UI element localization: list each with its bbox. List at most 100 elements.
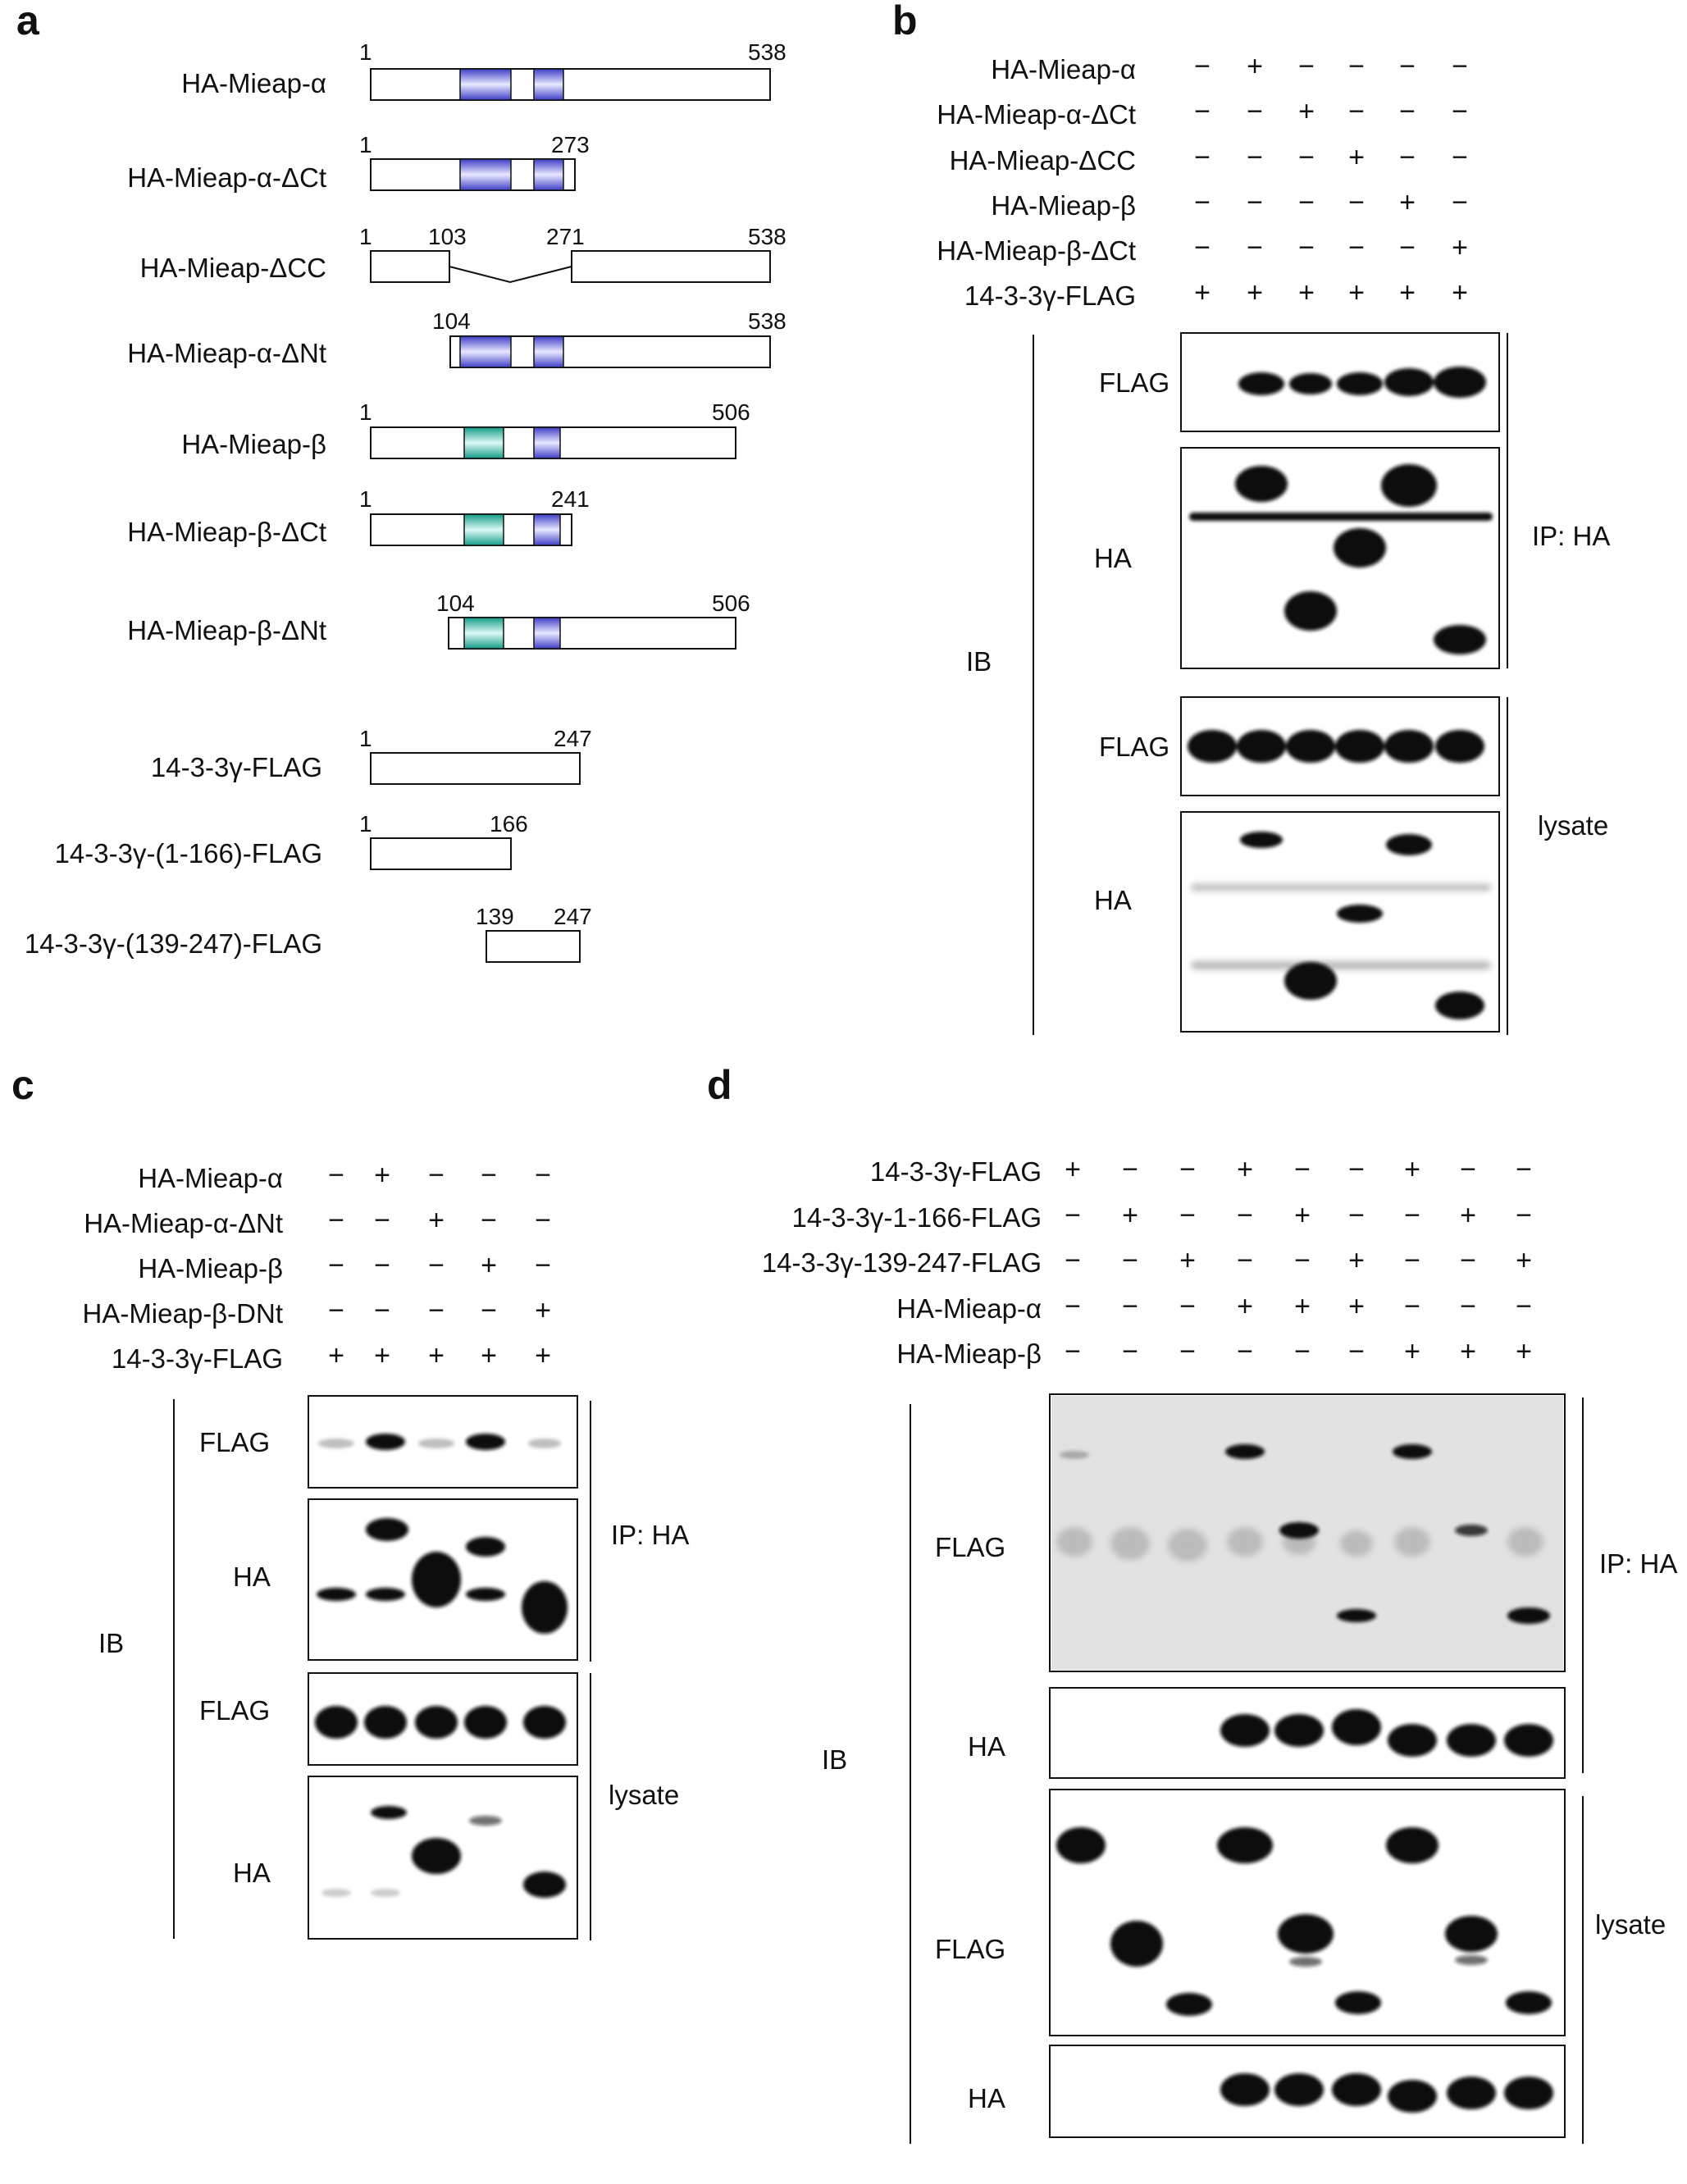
construct-label: HA-Mieap-α-ΔNt [127,338,326,368]
minus-sign: − [1237,1245,1253,1276]
minus-sign: − [481,1205,497,1236]
blot-label-flag: FLAG [1099,732,1170,762]
minus-sign: − [328,1250,344,1281]
condition-label: HA-Mieap-α [138,1163,283,1193]
minus-sign: − [481,1295,497,1326]
minus-sign: − [1348,1154,1365,1185]
panel-a-letter: a [16,0,40,43]
plus-sign: + [374,1340,390,1371]
sign-grid: +−−+−−+−−−+−−+−−+−−−+−−+−−+−−−+++−−−−−−−… [1065,1154,1532,1367]
plus-sign: + [1348,1245,1365,1276]
minus-sign: − [1298,142,1315,173]
minus-sign: − [1194,232,1211,263]
minus-sign: − [1516,1154,1532,1185]
blot-lysate-flag [1049,1789,1566,2036]
construct-end-number: 538 [748,308,787,334]
minus-sign: − [1399,142,1416,173]
minus-sign: − [1294,1336,1311,1367]
condition-label: HA-Mieap-β [991,190,1136,221]
coiled-coil-domain [533,68,564,101]
construct-row: 14-3-3γ-FLAG 1 247 [151,726,592,785]
minus-sign: − [1247,142,1263,173]
minus-sign: − [1298,232,1315,263]
plus-sign: + [1399,187,1416,218]
construct-start-number: 1 [359,39,372,65]
ip-label: IP: HA [1532,521,1610,551]
construct-row: HA-Mieap-α-ΔNt 104 538 [127,308,787,368]
plus-sign: + [1348,1291,1365,1322]
construct-bar-left [370,250,450,283]
coiled-coil-domain [459,68,512,101]
plus-sign: + [1122,1200,1138,1231]
minus-sign: − [328,1205,344,1236]
blot-label-ha: HA [233,1858,271,1888]
coiled-coil-domain [533,513,561,546]
construct-start-number: 1 [359,224,372,249]
ip-label: IP: HA [611,1520,689,1550]
minus-sign: − [1065,1245,1081,1276]
lysate-label: lysate [1595,1909,1666,1940]
plus-sign: + [1294,1291,1311,1322]
blot-ip-ha [1049,1687,1566,1779]
plus-sign: + [1294,1200,1311,1231]
plus-sign: + [1348,142,1365,173]
plus-sign: + [1460,1336,1476,1367]
condition-labels: 14-3-3γ-FLAG 14-3-3γ-1-166-FLAG 14-3-3γ-… [762,1156,1042,1369]
minus-sign: − [1348,1200,1365,1231]
condition-label: 14-3-3γ-1-166-FLAG [792,1202,1042,1233]
minus-sign: − [1348,51,1365,82]
minus-sign: − [1194,187,1211,218]
construct-end-number: 538 [748,39,787,65]
plus-sign: + [1516,1245,1532,1276]
minus-sign: − [1247,187,1263,218]
construct-label: HA-Mieap-α [181,68,326,98]
blot-lysate-flag [1180,696,1500,796]
blot-ip-flag [1049,1393,1566,1672]
plus-sign: + [1460,1200,1476,1231]
plus-sign: + [535,1340,551,1371]
coiled-coil-domain [533,335,564,368]
minus-sign: − [374,1295,390,1326]
minus-sign: − [1348,232,1365,263]
condition-label: HA-Mieap-β-ΔCt [937,235,1136,266]
minus-sign: − [535,1160,551,1191]
condition-label: HA-Mieap-α [896,1293,1042,1324]
construct-row: HA-Mieap-α-ΔCt 1 273 [127,132,590,193]
blot-label-flag: FLAG [1099,367,1170,398]
construct-bar [370,68,771,101]
minus-sign: − [1065,1291,1081,1322]
construct-row: HA-Mieap-β-ΔNt 104 506 [127,590,750,650]
minus-sign: − [1122,1336,1138,1367]
panel-a: a HA-Mieap-α 1 538 HA-Mieap-α-ΔCt 1 273 … [16,0,787,963]
blot-label-flag: FLAG [199,1427,270,1457]
minus-sign: − [1065,1200,1081,1231]
blot-ip-ha [1180,447,1500,669]
minus-sign: − [1516,1200,1532,1231]
plus-sign: + [1452,277,1468,308]
plus-sign: + [1298,277,1315,308]
blot-ip-flag [308,1395,578,1489]
condition-label: HA-Mieap-β [138,1253,283,1283]
minus-sign: − [1348,1336,1365,1367]
minus-sign: − [1237,1336,1253,1367]
plus-sign: + [1247,51,1263,82]
minus-sign: − [1179,1154,1196,1185]
construct-label: HA-Mieap-ΔCC [140,253,326,283]
plus-sign: + [1404,1336,1420,1367]
plus-sign: + [535,1295,551,1326]
construct-end-number: 247 [554,726,592,751]
construct-start-number: 104 [436,590,475,616]
minus-sign: − [535,1205,551,1236]
minus-sign: − [1460,1245,1476,1276]
plus-sign: + [1179,1245,1196,1276]
minus-sign: − [1247,96,1263,127]
construct-label: HA-Mieap-α-ΔCt [127,162,326,193]
ib-label: IB [98,1628,124,1658]
minus-sign: − [1399,96,1416,127]
minus-sign: − [1179,1200,1196,1231]
construct-end-number: 273 [551,132,590,157]
construct-mid-right-number: 271 [546,224,585,249]
construct-end-number: 241 [551,486,590,512]
ib-label: IB [966,646,992,677]
construct-end-number: 506 [712,399,750,425]
